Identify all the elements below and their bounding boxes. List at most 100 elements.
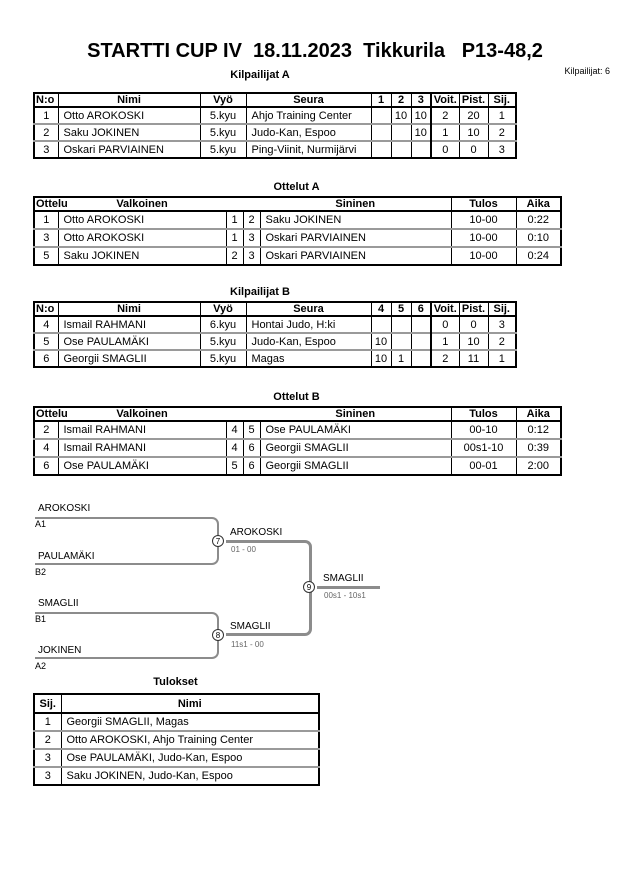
cell-match-no: 3 <box>34 228 58 247</box>
cell-place: 3 <box>487 316 516 333</box>
cell-time: 0:12 <box>515 421 561 439</box>
pool-b-table: N:o Nimi Vyö Seura 4 5 6 Voit. Pist. Sij… <box>33 301 517 368</box>
cell-score-2 <box>390 316 411 333</box>
cell-place: 2 <box>34 730 61 749</box>
cell-white-name: Saku JOKINEN <box>57 246 226 265</box>
result-row: 1 Georgii SMAGLII, Magas <box>34 713 319 731</box>
cell-result: 10-00 <box>450 211 516 229</box>
col-header-blue: Sininen <box>260 197 451 212</box>
cell-blue-no: 3 <box>242 246 260 265</box>
cell-club: Judo-Kan, Espoo <box>245 123 371 141</box>
competitor-row: 1 Otto AROKOSKI 5.kyu Ahjo Training Cent… <box>34 107 516 124</box>
cell-score-3 <box>410 316 431 333</box>
col-header-blue-no <box>243 407 260 422</box>
cell-wins: 1 <box>430 332 459 350</box>
col-header-match-no: Ottelu <box>34 197 68 212</box>
cell-score-2 <box>390 332 411 350</box>
matches-a-header-row: Ottelu Valkoinen Sininen Tulos Aika <box>34 197 561 212</box>
bracket-seed-name: AROKOSKI <box>38 503 91 514</box>
competitors-count: Kilpailijat: 6 <box>564 66 610 76</box>
cell-match-no: 2 <box>43 424 50 436</box>
bracket-connector-line <box>35 636 219 659</box>
cell-time: 0:10 <box>515 228 561 247</box>
cell-belt: 5.kyu <box>199 140 246 158</box>
matches-b-table: Ottelu Valkoinen Sininen Tulos Aika 2 Is… <box>33 406 562 476</box>
col-header-white: Valkoinen <box>58 197 226 212</box>
cell-match-no: 4 <box>34 438 58 457</box>
col-header-name: Nimi <box>60 694 319 714</box>
competitor-row: 3 Oskari PARVIAINEN 5.kyu Ping-Viinit, N… <box>34 140 516 158</box>
cell-name: Otto AROKOSKI, Ahjo Training Center <box>60 730 319 749</box>
cell-score-2: 10 <box>390 107 411 124</box>
cell-no: 4 <box>43 318 50 331</box>
cell-score-1: 10 <box>370 332 391 350</box>
cell-name: Ismail RAHMANI <box>57 316 200 333</box>
bracket-connector-line <box>35 517 219 541</box>
result-row: 3 Saku JOKINEN, Judo-Kan, Espoo <box>34 766 319 785</box>
match-row: 6 Ose PAULAMÄKI 5 6 Georgii SMAGLII 00-0… <box>34 456 561 475</box>
cell-white-no: 4 <box>225 438 243 457</box>
cell-time: 2:00 <box>515 456 561 475</box>
section-title-pool-a: Kilpailijat A <box>230 69 290 81</box>
cell-white-name: Ismail RAHMANI <box>57 421 226 439</box>
cell-blue-name: Saku JOKINEN <box>259 211 451 229</box>
col-header-name: Nimi <box>57 302 200 317</box>
cell-belt: 5.kyu <box>199 107 246 124</box>
bracket-connector-line <box>35 612 219 636</box>
col-header-time: Aika <box>515 197 561 212</box>
cell-belt: 5.kyu <box>199 123 246 141</box>
cell-points: 0 <box>458 140 488 158</box>
competitor-row: 6 Georgii SMAGLII 5.kyu Magas 10 1 2 11 … <box>34 349 516 367</box>
cell-belt: 6.kyu <box>199 316 246 333</box>
cell-match-no: 6 <box>34 456 58 475</box>
cell-blue-no: 2 <box>242 211 260 229</box>
bracket-winner-line <box>226 588 312 636</box>
matches-a-table: Ottelu Valkoinen Sininen Tulos Aika 1 Ot… <box>33 196 562 266</box>
cell-white-name: Otto AROKOSKI <box>57 228 226 247</box>
col-header-no: N:o <box>34 302 58 317</box>
cell-white-name: Ose PAULAMÄKI <box>57 456 226 475</box>
cell-time: 0:24 <box>515 246 561 265</box>
col-header-blue-no <box>243 197 260 212</box>
section-title-pool-b: Kilpailijat B <box>230 286 290 298</box>
col-header-club: Seura <box>245 93 371 108</box>
section-title-results: Tulokset <box>153 676 198 688</box>
cell-white-name: Otto AROKOSKI <box>57 211 226 229</box>
cell-white-no: 1 <box>225 211 243 229</box>
bracket-winner-line <box>317 586 380 589</box>
cell-points: 10 <box>458 123 488 141</box>
col-header-result: Tulos <box>450 197 516 212</box>
col-header-match-no: Ottelu <box>34 407 68 422</box>
page-title: STARTTI CUP IV 18.11.2023 Tikkurila P13-… <box>87 40 543 62</box>
cell-name: Otto AROKOSKI <box>57 107 200 124</box>
cell-name: Saku JOKINEN <box>57 123 200 141</box>
cell-white-no: 5 <box>225 456 243 475</box>
cell-name: Georgii SMAGLII <box>57 349 200 367</box>
cell-result: 00s1-10 <box>450 438 516 457</box>
cell-name: Georgii SMAGLII, Magas <box>60 713 319 731</box>
cell-blue-name: Oskari PARVIAINEN <box>259 246 451 265</box>
cell-club: Ping-Viinit, Nurmijärvi <box>245 140 371 158</box>
cell-blue-no: 3 <box>242 228 260 247</box>
cell-blue-name: Georgii SMAGLII <box>259 438 451 457</box>
elimination-bracket: AROKOSKI A1 PAULAMÄKI B2 SMAGLII B1 JOKI… <box>33 500 473 680</box>
cell-result: 10-00 <box>450 228 516 247</box>
col-header-place: Sij. <box>34 694 61 714</box>
bracket-seed-code: A1 <box>35 519 47 529</box>
cell-points: 10 <box>458 332 488 350</box>
bracket-match-score: 01 - 00 <box>231 545 256 554</box>
cell-blue-name: Ose PAULAMÄKI <box>259 421 451 439</box>
bracket-seed-name: JOKINEN <box>38 645 82 656</box>
cell-white-no: 2 <box>225 246 243 265</box>
cell-score-1 <box>370 107 391 124</box>
result-row: 2 Otto AROKOSKI, Ahjo Training Center <box>34 730 319 749</box>
col-header-white-no <box>226 197 243 212</box>
col-header-opp1: 1 <box>370 93 391 108</box>
cell-wins: 2 <box>430 349 459 367</box>
col-header-opp5: 5 <box>390 302 411 317</box>
match-number-circle: 8 <box>212 629 224 641</box>
col-header-no: N:o <box>34 93 58 108</box>
cell-club: Magas <box>245 349 371 367</box>
cell-club: Judo-Kan, Espoo <box>245 332 371 350</box>
bracket-seed-name: SMAGLII <box>38 598 79 609</box>
